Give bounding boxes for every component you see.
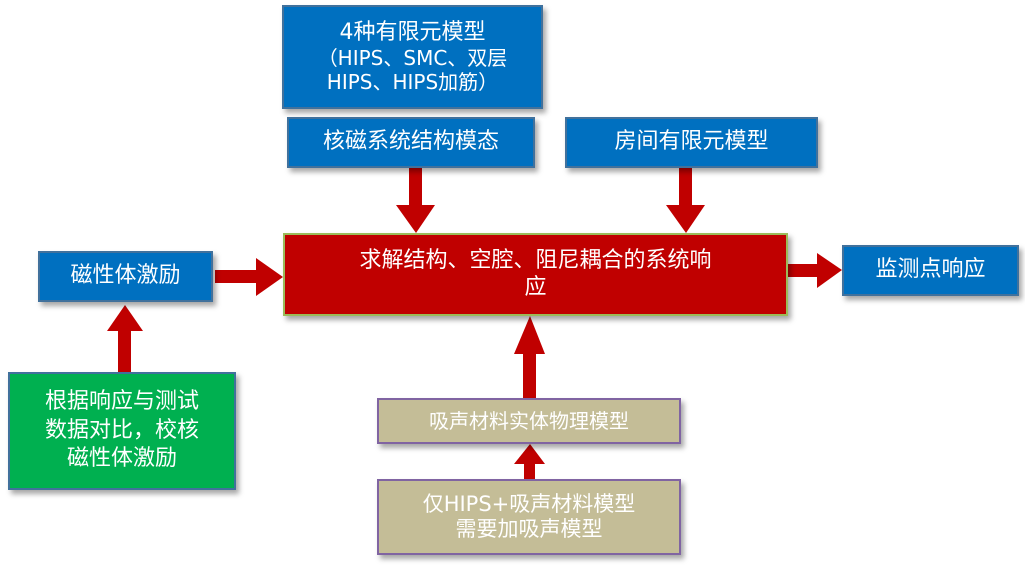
arrow-nmr-modes-to-solver: [396, 168, 435, 233]
monitor-response-label: 监测点响应: [875, 257, 986, 283]
nmr-modes-box: 核磁系统结构模态: [287, 117, 535, 168]
arrow-absorber-to-solver: [514, 316, 545, 399]
arrow-hips-to-absorber: [514, 444, 545, 479]
room-model-label: 房间有限元模型: [614, 129, 769, 155]
fe-models-detail: （HIPS、SMC、双层 HIPS、HIPS加筋）: [317, 46, 508, 95]
nmr-modes-label: 核磁系统结构模态: [322, 129, 499, 155]
monitor-response-box: 监测点响应: [842, 245, 1019, 296]
solver-box: 求解结构、空腔、阻尼耦合的系统响 应: [283, 233, 788, 316]
calibration-box: 根据响应与测试 数据对比，校核 磁性体激励: [8, 372, 236, 490]
absorber-physical-label: 吸声材料实体物理模型: [429, 409, 629, 433]
hips-absorber-label: 仅HIPS+吸声材料模型 需要加吸声模型: [422, 491, 636, 541]
magnet-excitation-box: 磁性体激励: [38, 251, 213, 302]
magnet-excitation-label: 磁性体激励: [70, 263, 181, 289]
room-model-box: 房间有限元模型: [565, 117, 818, 168]
arrow-solver-to-monitor: [788, 253, 842, 288]
arrow-calibration-to-excitation: [107, 305, 143, 372]
absorber-physical-box: 吸声材料实体物理模型: [377, 398, 681, 444]
arrow-excitation-to-solver: [215, 258, 283, 296]
hips-absorber-box: 仅HIPS+吸声材料模型 需要加吸声模型: [377, 479, 681, 555]
calibration-label: 根据响应与测试 数据对比，校核 磁性体激励: [44, 389, 199, 472]
solver-label: 求解结构、空腔、阻尼耦合的系统响 应: [359, 248, 712, 300]
fe-models-title: 4种有限元模型: [339, 19, 486, 45]
fe-models-box: 4种有限元模型 （HIPS、SMC、双层 HIPS、HIPS加筋）: [282, 5, 543, 109]
arrow-room-model-to-solver: [666, 168, 705, 233]
